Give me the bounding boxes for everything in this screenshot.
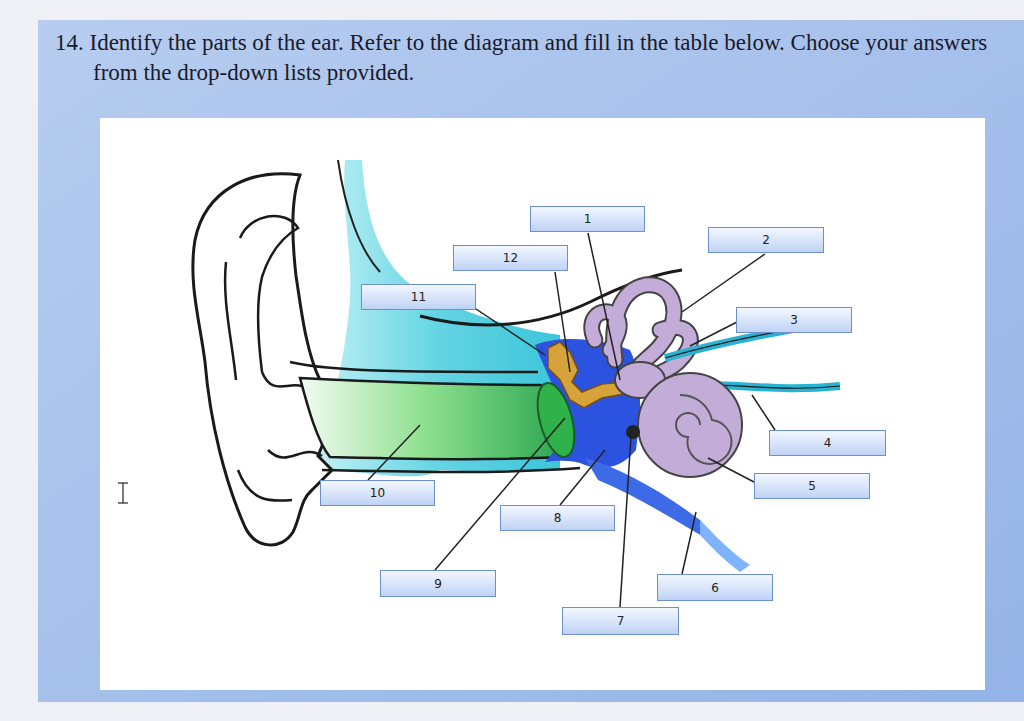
answer-box: 7 bbox=[562, 607, 679, 635]
panel-background bbox=[100, 118, 985, 690]
callout-number: 9 bbox=[434, 577, 442, 591]
canal-outline bbox=[290, 362, 538, 372]
callout-number: 5 bbox=[808, 479, 816, 493]
auricle-folds bbox=[225, 216, 322, 501]
skin-line bbox=[338, 160, 380, 272]
answer-box: 11 bbox=[361, 284, 476, 310]
eustachian-tube-end bbox=[700, 520, 750, 572]
callout-number: 10 bbox=[370, 486, 385, 500]
frame-background bbox=[38, 20, 1024, 702]
callout-number: 12 bbox=[503, 251, 518, 265]
callout-number: 6 bbox=[711, 581, 719, 595]
answer-box: 12 bbox=[453, 245, 568, 271]
answer-box: 3 bbox=[736, 307, 852, 333]
answer-box: 2 bbox=[708, 227, 824, 253]
canal-outline bbox=[322, 468, 580, 472]
answer-box: 5 bbox=[754, 473, 870, 499]
callout-number: 1 bbox=[584, 212, 592, 226]
round-window bbox=[626, 425, 640, 439]
answer-box: 1 bbox=[530, 206, 645, 232]
callout-number: 7 bbox=[617, 614, 625, 628]
callout-number: 4 bbox=[824, 436, 832, 450]
answer-box: 6 bbox=[657, 574, 773, 601]
callout-number: 8 bbox=[554, 511, 562, 525]
answer-box: 4 bbox=[769, 430, 886, 456]
ear-canal bbox=[300, 378, 578, 459]
question-title: 14. Identify the parts of the ear. Refer… bbox=[55, 28, 1005, 88]
callout-number: 2 bbox=[762, 233, 770, 247]
cochlea-spiral bbox=[676, 395, 731, 464]
callout-number: 11 bbox=[411, 290, 426, 304]
text-cursor bbox=[118, 483, 128, 503]
answer-box: 10 bbox=[320, 480, 435, 506]
answer-box: 9 bbox=[380, 570, 496, 597]
auricle bbox=[193, 174, 332, 545]
cochlea bbox=[638, 373, 742, 477]
answer-box: 8 bbox=[500, 505, 615, 531]
callout-number: 3 bbox=[790, 313, 798, 327]
